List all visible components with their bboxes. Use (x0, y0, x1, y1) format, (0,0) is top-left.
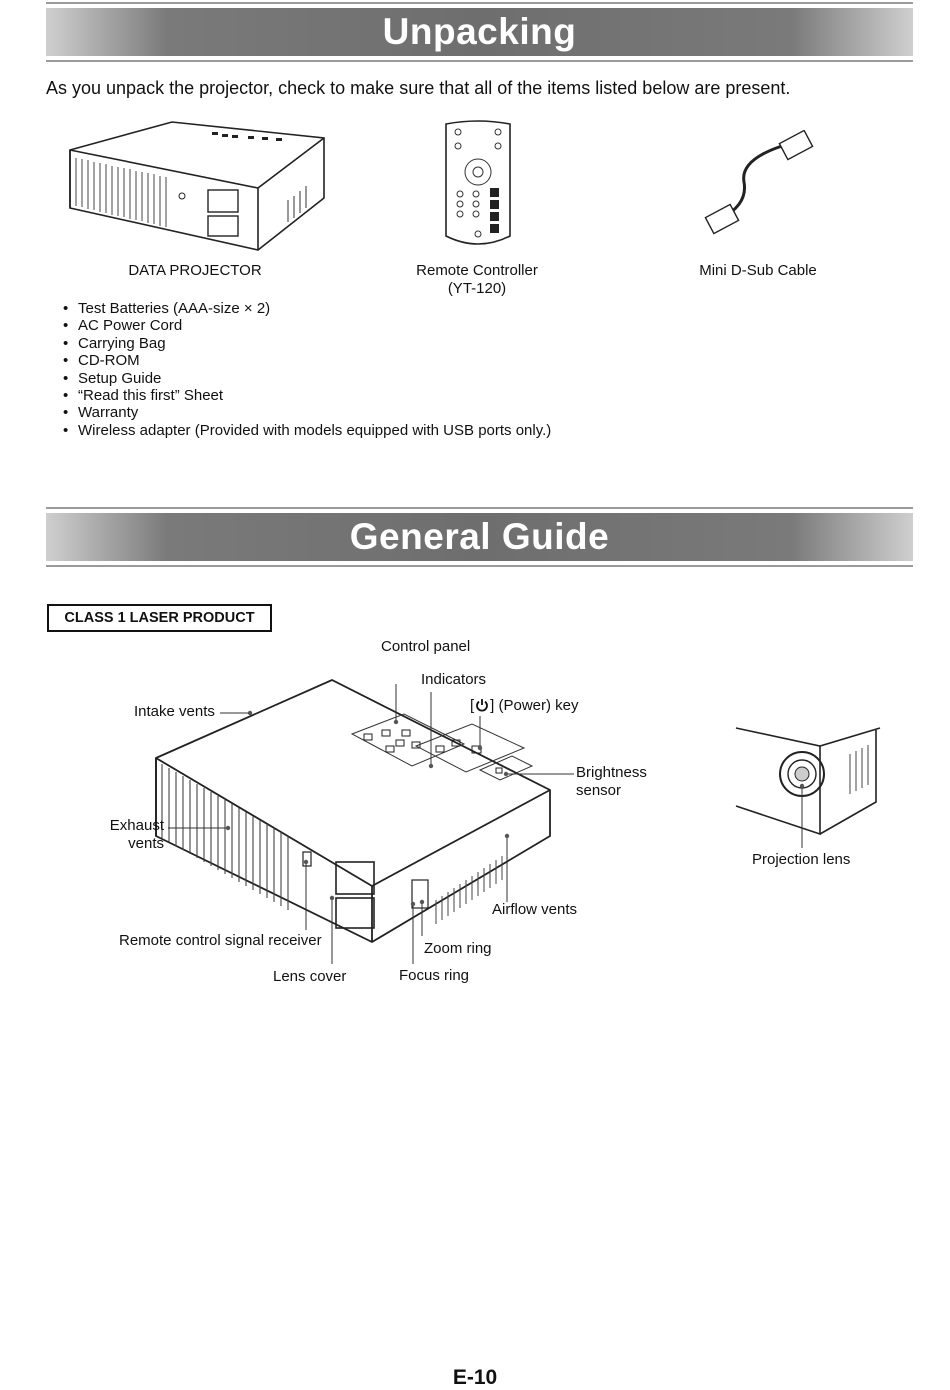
page-number: E-10 (452, 1366, 498, 1389)
label-power-key: [ ] (Power) key (470, 697, 579, 717)
list-item: Wireless adapter (Provided with models e… (60, 422, 551, 440)
list-item: Warranty (60, 404, 551, 422)
power-key-bracket-close: ] (Power) key (490, 697, 579, 714)
label-exhaust-line1: Exhaust (109, 817, 164, 834)
list-item: Test Batteries (AAA-size × 2) (60, 300, 551, 318)
caption-remote-line2: (YT-120) (447, 280, 507, 297)
label-brightness-line2: sensor (576, 782, 622, 799)
label-airflow-vents: Airflow vents (492, 901, 578, 918)
list-item: “Read this first” Sheet (60, 387, 551, 405)
caption-data-projector: DATA PROJECTOR (128, 262, 262, 279)
list-item: AC Power Cord (60, 317, 551, 335)
power-key-bracket-open: [ (470, 697, 475, 714)
list-item: Setup Guide (60, 370, 551, 388)
remote-controller-illustration (445, 120, 511, 245)
mini-dsub-cable-illustration (704, 130, 814, 235)
list-item: CD-ROM (60, 352, 551, 370)
data-projector-illustration (69, 121, 325, 251)
label-zoom-ring: Zoom ring (424, 940, 492, 957)
projector-diagram (155, 679, 574, 964)
general-guide-banner: General Guide (46, 507, 913, 567)
label-brightness-sensor: Brightness sensor (576, 764, 647, 800)
label-brightness-line1: Brightness (576, 764, 647, 781)
label-projection-lens: Projection lens (752, 851, 851, 868)
unpacking-banner: Unpacking (46, 2, 913, 62)
laser-product-notice: CLASS 1 LASER PRODUCT (47, 604, 272, 632)
label-exhaust-line2: vents (128, 835, 164, 852)
label-intake-vents: Intake vents (134, 703, 215, 720)
label-indicators: Indicators (421, 671, 487, 688)
unpacking-title: Unpacking (382, 11, 577, 52)
general-guide-title: General Guide (349, 516, 610, 557)
projection-lens-inset (735, 727, 881, 848)
label-exhaust-vents: Exhaust vents (104, 817, 164, 853)
label-control-panel: Control panel (381, 638, 471, 655)
caption-remote-line1: Remote Controller (416, 262, 538, 279)
unpacking-items-list: Test Batteries (AAA-size × 2) AC Power C… (60, 300, 551, 440)
caption-mini-dsub-cable: Mini D-Sub Cable (699, 262, 817, 279)
label-focus-ring: Focus ring (399, 967, 470, 984)
power-icon (475, 698, 489, 717)
unpacking-intro: As you unpack the projector, check to ma… (46, 78, 791, 98)
label-remote-receiver: Remote control signal receiver (119, 932, 322, 949)
unpacking-banner-bar: Unpacking (46, 8, 913, 56)
label-lens-cover: Lens cover (273, 968, 347, 985)
caption-remote-controller: Remote Controller (YT-120) (377, 262, 577, 298)
general-guide-banner-bar: General Guide (46, 513, 913, 561)
list-item: Carrying Bag (60, 335, 551, 353)
